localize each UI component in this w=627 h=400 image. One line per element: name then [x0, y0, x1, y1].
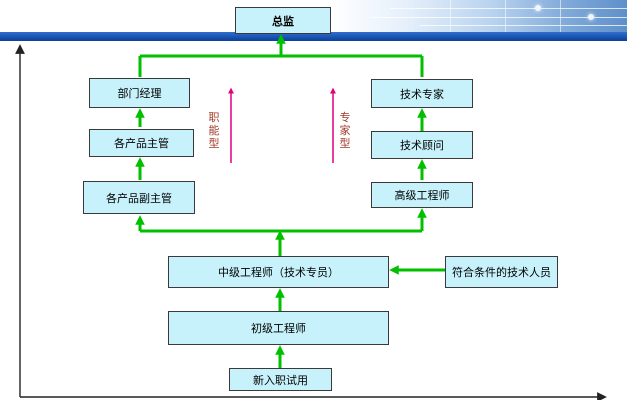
node-tech-consultant: 技术顾问	[371, 131, 473, 159]
header-blue-bar	[0, 32, 627, 41]
label-expert-track: 专家型	[339, 111, 351, 150]
node-tech-expert: 技术专家	[371, 79, 473, 108]
track-arrows	[228, 87, 336, 163]
node-product-manager: 各产品主管	[89, 129, 194, 157]
label-functional-track: 职能型	[208, 111, 220, 150]
axes	[15, 44, 607, 400]
node-senior-engineer: 高级工程师	[371, 182, 473, 208]
node-deputy-product-manager: 各产品副主管	[83, 181, 195, 214]
node-new-hire-probation: 新入职试用	[229, 368, 332, 391]
promotion-arrows	[135, 34, 445, 368]
header-decoration	[330, 0, 627, 32]
node-mid-engineer: 中级工程师（技术专员）	[168, 256, 389, 288]
node-junior-engineer: 初级工程师	[168, 311, 389, 345]
node-director: 总监	[235, 7, 331, 34]
node-dept-manager: 部门经理	[89, 78, 190, 108]
node-qualified-tech-staff: 符合条件的技术人员	[445, 256, 558, 288]
